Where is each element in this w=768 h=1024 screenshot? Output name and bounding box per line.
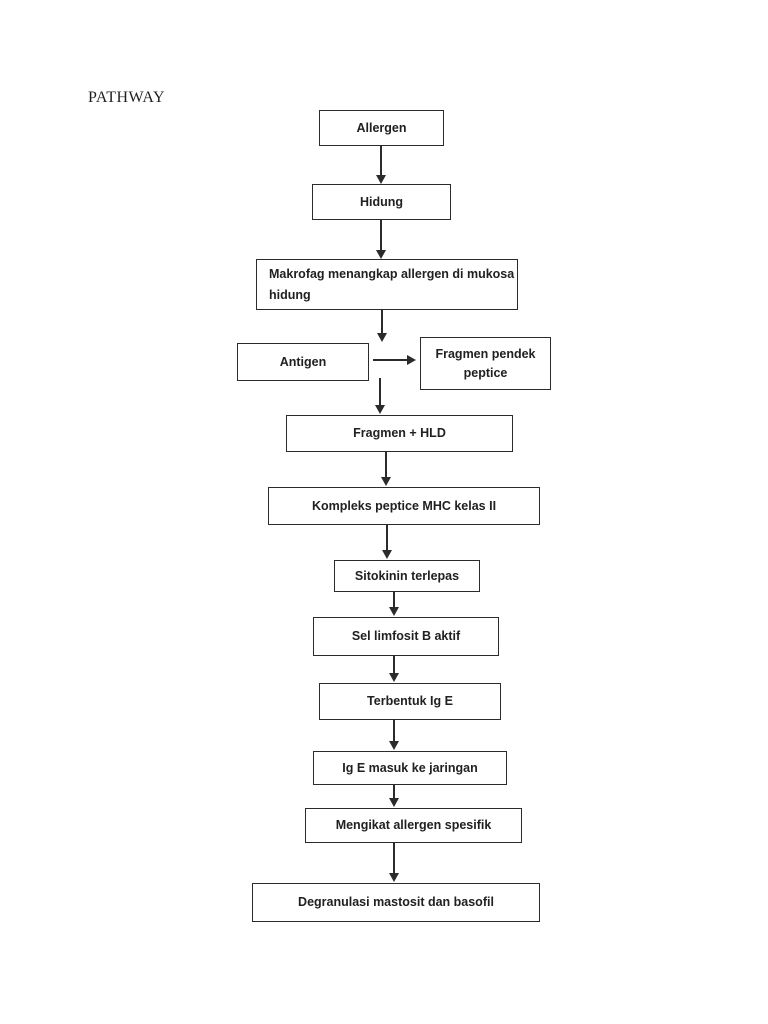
flow-node-mengikat-allergen: Mengikat allergen spesifik (305, 808, 522, 843)
arrowhead-down-icon (389, 873, 399, 882)
flow-node-kompleks-peptice-mhc: Kompleks peptice MHC kelas II (268, 487, 540, 525)
flow-node-label: Sel limfosit B aktif (351, 629, 461, 643)
arrowhead-down-icon (389, 673, 399, 682)
flow-arrow-sel-limfosit-terbentuk (393, 656, 395, 674)
flow-node-fragmen-hld: Fragmen + HLD (286, 415, 513, 452)
flow-node-label: Fragmen + HLD (353, 426, 446, 440)
arrowhead-down-icon (389, 798, 399, 807)
flow-node-label: Degranulasi mastosit dan basofil (298, 895, 494, 909)
flow-arrow-antigen-fragmen-hld (379, 378, 381, 406)
flow-arrow-ig-e-masuk-mengikat (393, 785, 395, 799)
flow-node-degranulasi: Degranulasi mastosit dan basofil (252, 883, 540, 922)
flow-arrow-terbentuk-ig-e-masuk (393, 720, 395, 742)
flow-node-label: Mengikat allergen spesifik (335, 818, 492, 832)
flow-node-label: Fragmen pendek peptice (435, 346, 536, 380)
flow-node-sitokinin-terlepas: Sitokinin terlepas (334, 560, 480, 592)
arrowhead-down-icon (375, 405, 385, 414)
arrowhead-down-icon (376, 250, 386, 259)
flow-node-label: Kompleks peptice MHC kelas II (311, 498, 497, 513)
flow-arrow-allergen-hidung (380, 146, 382, 176)
flow-node-makrofag: Makrofag menangkap allergen di mukosa hi… (256, 259, 518, 310)
flow-arrow-hidung-makrofag (380, 220, 382, 251)
arrowhead-down-icon (376, 175, 386, 184)
flow-node-label: Terbentuk Ig E (367, 694, 453, 708)
arrowhead-down-icon (381, 477, 391, 486)
arrowhead-down-icon (389, 607, 399, 616)
flow-node-hidung: Hidung (312, 184, 451, 220)
arrowhead-down-icon (377, 333, 387, 342)
flow-arrow-sitokinin-sel-limfosit (393, 592, 395, 608)
flow-node-label: Hidung (359, 194, 404, 209)
flow-node-ig-e-masuk-ke-jaringan: Ig E masuk ke jaringan (313, 751, 507, 785)
arrowhead-down-icon (382, 550, 392, 559)
flow-node-label: Sitokinin terlepas (354, 568, 460, 583)
flow-node-antigen: Antigen (237, 343, 369, 381)
flow-node-allergen: Allergen (319, 110, 444, 146)
flow-arrow-fragmen-hld-kompleks (385, 452, 387, 478)
arrowhead-right-icon (407, 355, 416, 365)
flow-arrow-mengikat-degranulasi (393, 843, 395, 874)
flow-node-terbentuk-ig-e: Terbentuk Ig E (319, 683, 501, 720)
flow-node-sel-limfosit-b-aktif: Sel limfosit B aktif (313, 617, 499, 656)
flow-arrow-antigen-fragmen-pendek (373, 359, 408, 361)
flow-arrow-makrofag-antigen (381, 310, 383, 334)
flow-node-label: Antigen (279, 354, 327, 369)
flow-arrow-kompleks-sitokinin (386, 525, 388, 551)
flow-node-fragmen-pendek-peptice: Fragmen pendek peptice (420, 337, 551, 390)
arrowhead-down-icon (389, 741, 399, 750)
flow-node-label: Makrofag menangkap allergen di mukosa hi… (269, 267, 515, 302)
flow-node-label: Ig E masuk ke jaringan (342, 760, 478, 775)
flow-node-label: Allergen (356, 120, 407, 135)
page-title: PATHWAY (88, 89, 166, 106)
